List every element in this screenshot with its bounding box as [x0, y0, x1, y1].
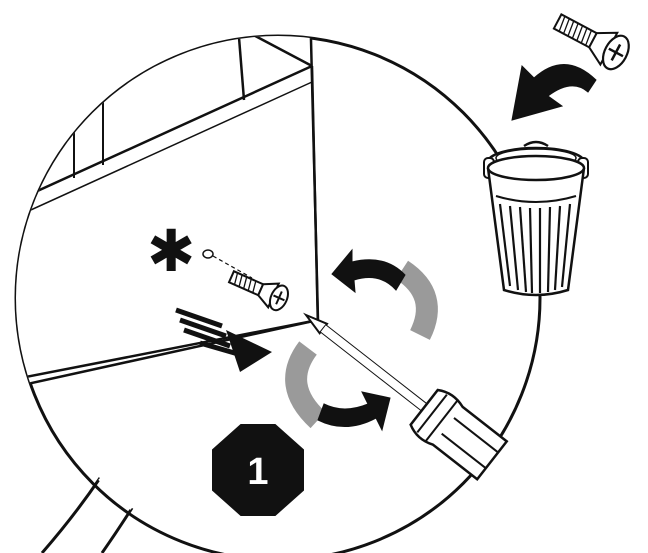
trash-can-icon [483, 140, 589, 297]
curved-arrow-icon [511, 64, 597, 121]
screwdriver-icon [303, 312, 509, 481]
pull-direction-arrow-icon [175, 307, 272, 372]
screw-icon [227, 269, 289, 312]
asterisk-marker-icon: ✱ [147, 217, 196, 285]
asterisk-glyph: ✱ [147, 217, 196, 285]
step-number: 1 [247, 451, 268, 493]
rotation-arrow-icon [285, 248, 438, 432]
discarded-screw-icon [552, 13, 630, 71]
step-number-badge: 1 [212, 424, 304, 516]
furniture-panel [16, 36, 320, 392]
